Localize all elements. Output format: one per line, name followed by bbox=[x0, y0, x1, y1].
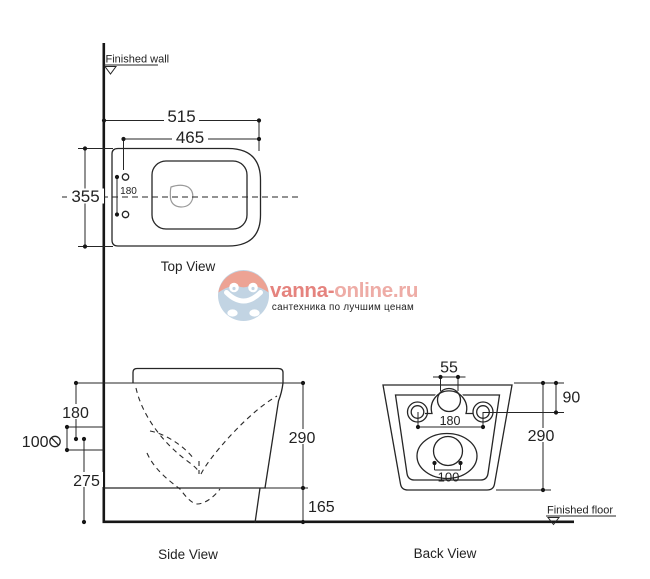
mounting-hole-top-2 bbox=[121, 210, 130, 219]
dim-180-back: 180 bbox=[440, 414, 461, 428]
dim-90-back: 90 bbox=[563, 390, 581, 407]
dim-55-back: 55 bbox=[440, 360, 458, 377]
bowl-front-edge-side bbox=[264, 382, 284, 489]
wall-datum-triangle bbox=[104, 66, 117, 75]
pedestal-edge-side bbox=[254, 487, 261, 524]
watermark-brand-first: vanna- bbox=[270, 279, 334, 302]
back-view-label: Back View bbox=[414, 546, 477, 561]
toilet-body-outline-top bbox=[111, 147, 262, 247]
floor-datum-triangle bbox=[546, 517, 561, 526]
top-view-drawing bbox=[62, 118, 302, 249]
diameter-icon bbox=[49, 435, 61, 448]
dim-290-side: 290 bbox=[289, 430, 316, 447]
dim-100-back: 100 bbox=[438, 470, 460, 485]
toilet-outer-outline-back bbox=[382, 384, 513, 491]
watermark-brand-second: online.ru bbox=[334, 279, 418, 302]
dimension-texts: 515 465 355 180 180 100 275 290 165 55 9… bbox=[22, 107, 581, 516]
outlet-hole-back bbox=[432, 435, 464, 467]
watermark-tagline: сантехника по лучшим ценам bbox=[272, 302, 414, 313]
bowl-rim-outline-top bbox=[151, 160, 248, 230]
dim-465: 465 bbox=[176, 128, 204, 147]
dim-290-back: 290 bbox=[528, 428, 555, 445]
top-view-label: Top View bbox=[161, 259, 216, 274]
inlet-collar-mask bbox=[431, 388, 467, 424]
trap-curve-2 bbox=[149, 430, 195, 460]
dim-180-side: 180 bbox=[62, 405, 89, 422]
watermark-brand-text: vanna-online.ru bbox=[270, 279, 418, 302]
drain-outline-top bbox=[169, 184, 194, 208]
trap-curve-4 bbox=[200, 395, 278, 475]
back-view-drawing bbox=[382, 374, 564, 493]
inlet-hole-back bbox=[436, 387, 462, 413]
wall-and-floor bbox=[102, 43, 616, 526]
finished-floor-label: Finished floor bbox=[547, 505, 613, 517]
dim-100-side: 100 bbox=[22, 434, 49, 451]
trap-curve-1 bbox=[135, 387, 200, 474]
dim-515: 515 bbox=[167, 107, 195, 126]
dim-275-side: 275 bbox=[73, 473, 100, 490]
side-view-label: Side View bbox=[158, 547, 218, 562]
inlet-collar-back bbox=[425, 390, 473, 415]
dim-180-top: 180 bbox=[120, 186, 137, 197]
toilet-inner-outline-back bbox=[394, 394, 501, 481]
dim-165-side: 165 bbox=[308, 499, 335, 516]
trap-curve-3 bbox=[146, 452, 221, 505]
outlet-boss-back bbox=[416, 432, 478, 480]
finished-wall-label: Finished wall bbox=[106, 54, 170, 66]
side-view-drawing bbox=[49, 367, 308, 525]
dim-355: 355 bbox=[71, 187, 99, 206]
frog-logo-icon bbox=[218, 270, 269, 321]
seat-profile-side bbox=[132, 367, 284, 383]
view-labels: Finished wall Finished floor Top View Si… bbox=[106, 54, 614, 563]
watermark-logo: vanna-online.ru сантехника по лучшим цен… bbox=[218, 270, 418, 321]
mounting-hole-top-1 bbox=[121, 173, 130, 181]
